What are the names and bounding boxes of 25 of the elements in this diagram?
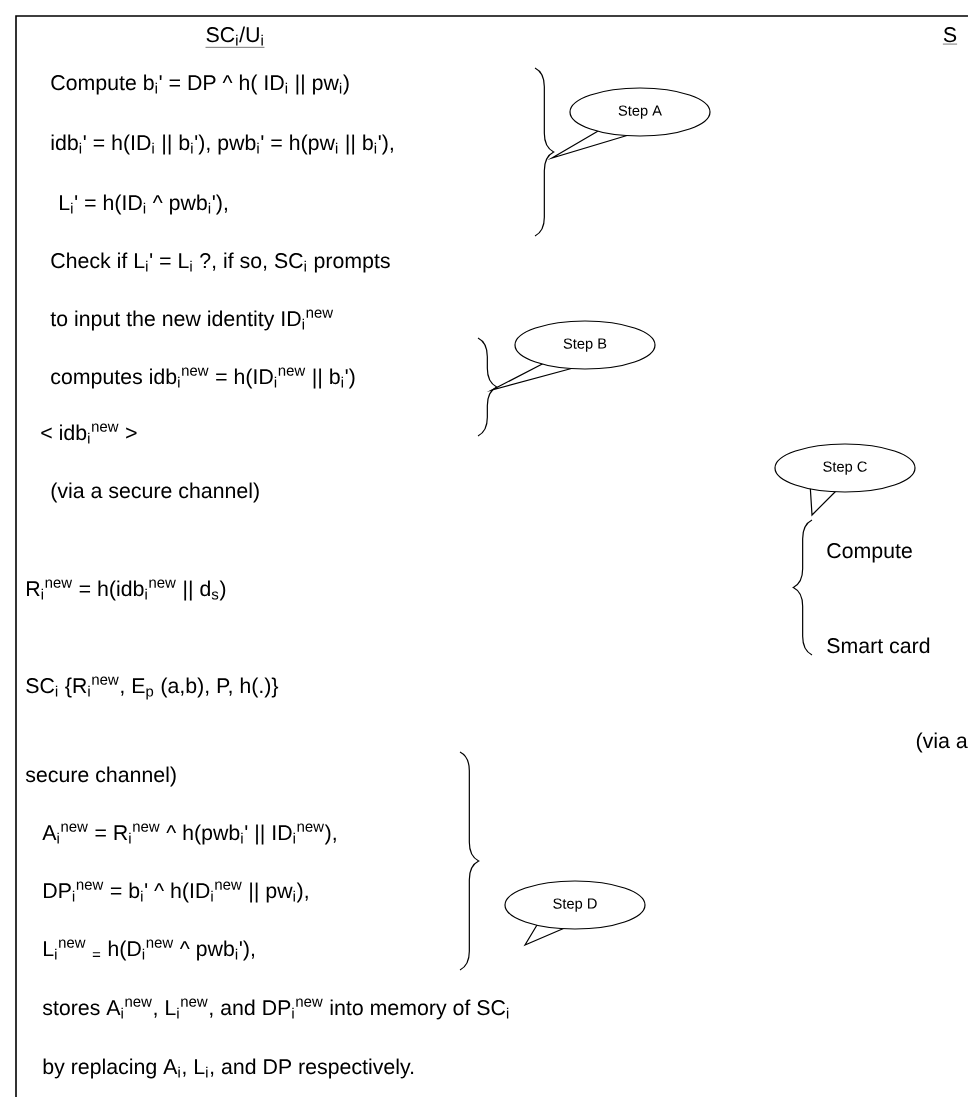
text-line: Check if L$_{i}$' = L$_{i}$ ?, if so, SC$_{i}$ prompts (51, 252, 390, 273)
text-line: SC$_{i}$ {R$_{i}$$^{new}$, E$_{p}$ (a,b), P, h(.)} (26, 676, 279, 700)
text-line: Compute b$_{i}$' = DP ^ h( ID$_{i}$ || pw$_{i}$) (51, 74, 349, 95)
text-line: to input the new identity ID$_{i}$new (50, 309, 334, 331)
text-line: (via a (916, 732, 968, 753)
speech-bubble: Step D (504, 880, 646, 947)
text-line: < idb$_{i}$$^{new}$ > (41, 423, 137, 444)
text-line: stores A$_{i}$$^{new}$, L$_{i}$$^{new}$, and DP$_{i}$$^{new}$ into memory of SC$_{i}$ (42, 998, 509, 1020)
column-heading: S (942, 27, 958, 45)
speech-bubble: Step B (486, 320, 656, 393)
text-line: Compute (827, 543, 912, 563)
text-line: secure channel) (25, 766, 176, 787)
text-line: (via a secure channel) (51, 482, 259, 503)
text-line: DP$_{i}$$^{new}$ = b$_{i}$' ^ h(ID$_{i}$$^{new}$ || pw$_{i}$), (44, 881, 308, 903)
text-line: L$_{i}$new $_{=}$ h(D$_{i}$$^{new}$ ^ pwb$_{i}$'), (44, 939, 254, 961)
text-line: by replacing A$_{i}$, L$_{i}$, and DP respectively. (43, 1058, 414, 1079)
text-line: Smart card (827, 637, 930, 654)
text-line: R$_{i}$$^{new}$ = h(idb$_{i}$$^{new}$ || d$_{s}$) (27, 579, 226, 601)
text-line: idb$_{i}$' = h(ID$_{i}$ || b$_{i}$'), pwb$_{i}$' = h(pw$_{i}$ || b$_{i}$'), (51, 134, 393, 155)
speech-bubble: Step A (547, 87, 711, 161)
text-line: computes idb$_{i}$$^{new}$ = h(ID$_{i}$$^{new}$ || b$_{i}$') (51, 367, 355, 389)
text-line: A$_{i}$$^{new}$ = R$_{i}$$^{new}$ ^ h(pwb$_{i}$' || ID$_{i}$$^{new}$), (42, 823, 336, 845)
speech-bubble: Step C (774, 443, 916, 517)
text-line: L$_{i}$' = h(ID$_{i}$ ^ pwb$_{i}$'), (60, 194, 227, 215)
column-heading: SC$_{i}$/U$_{i}$ (205, 26, 265, 48)
